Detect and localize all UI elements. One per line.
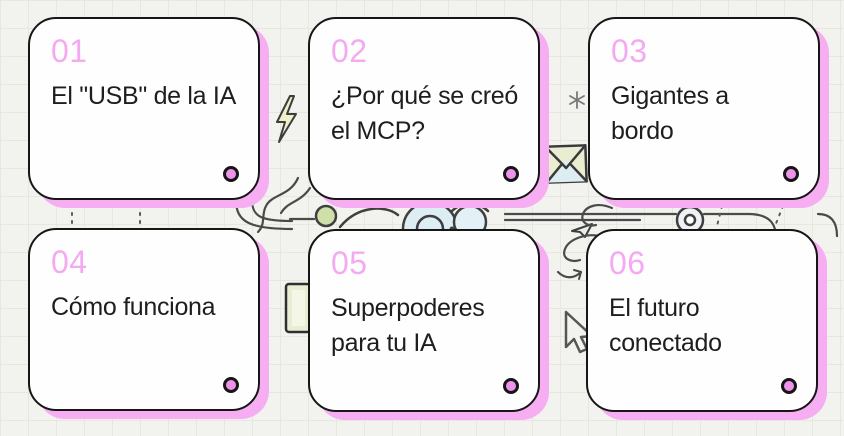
asterisk-icon xyxy=(569,91,585,109)
card-1-dot-button[interactable] xyxy=(223,166,239,182)
lightning-icon xyxy=(276,95,297,143)
card-5-number: 05 xyxy=(331,245,368,281)
connector-lines xyxy=(503,212,839,240)
card-1-number: 01 xyxy=(51,33,88,69)
card-6-title: El futuro conectado xyxy=(609,294,722,357)
card-2[interactable]: 02 ¿Por qué se creó el MCP? xyxy=(308,17,540,200)
card-3[interactable]: 03 Gigantes a bordo xyxy=(588,17,820,200)
card-5[interactable]: 05 Superpoderes para tu IA xyxy=(308,229,540,412)
card-3-number: 03 xyxy=(611,33,648,69)
dotted-ticks xyxy=(71,204,784,227)
card-5-dot-button[interactable] xyxy=(503,378,519,394)
card-1-title: El "USB" de la IA xyxy=(51,82,236,110)
card-5-title: Superpoderes para tu IA xyxy=(331,294,485,357)
card-3-dot-button[interactable] xyxy=(783,166,799,182)
card-3-title: Gigantes a bordo xyxy=(611,82,729,145)
envelope-icon xyxy=(544,144,588,184)
card-4-number: 04 xyxy=(51,244,88,280)
olive-circle xyxy=(314,204,338,228)
paper-plane-icon xyxy=(571,223,593,238)
card-6-number: 06 xyxy=(609,245,646,281)
cable-lines xyxy=(234,176,316,234)
card-2-dot-button[interactable] xyxy=(503,166,519,182)
card-6[interactable]: 06 El futuro conectado xyxy=(586,229,818,412)
card-2-number: 02 xyxy=(331,33,368,69)
card-1[interactable]: 01 El "USB" de la IA xyxy=(28,17,260,200)
card-6-dot-button[interactable] xyxy=(781,378,797,394)
card-4[interactable]: 04 Cómo funciona xyxy=(28,228,260,411)
card-2-title: ¿Por qué se creó el MCP? xyxy=(331,82,518,145)
card-4-title: Cómo funciona xyxy=(51,293,216,321)
plug-icon xyxy=(284,282,312,334)
card-4-dot-button[interactable] xyxy=(223,377,239,393)
